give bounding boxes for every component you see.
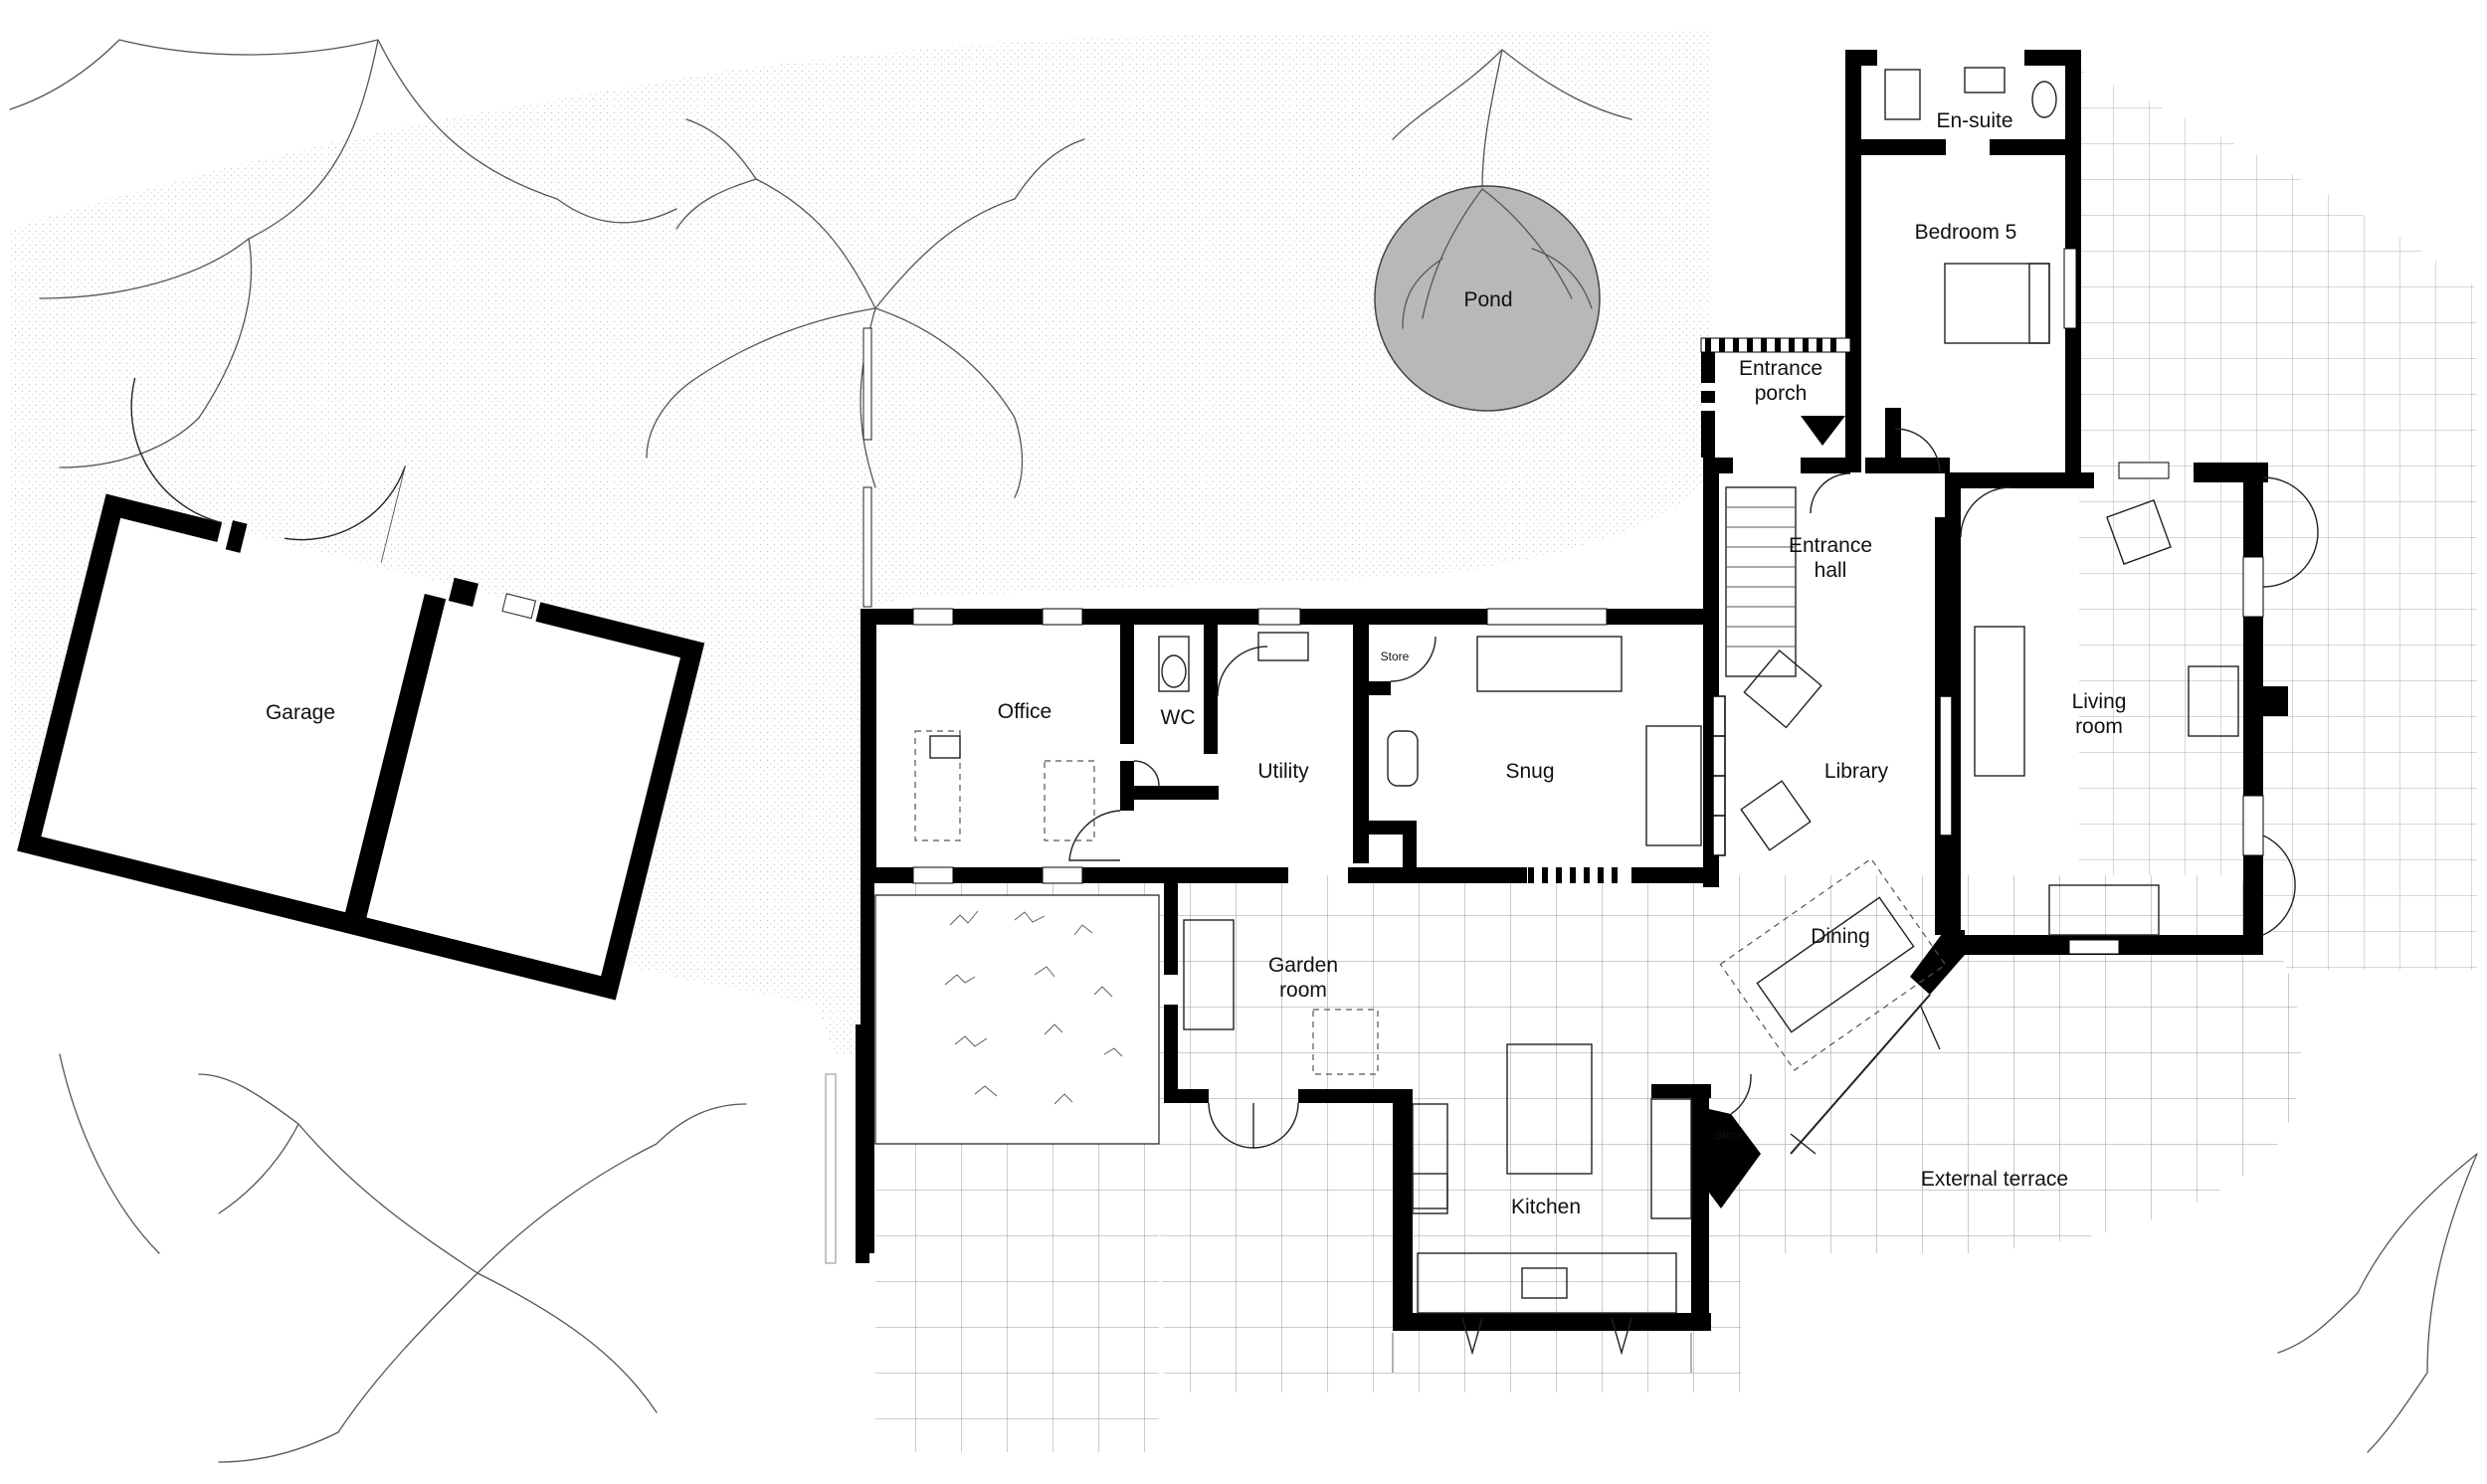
tree-pond	[1392, 49, 1632, 319]
living-room-label-1: Living	[2072, 690, 2127, 713]
library-windows	[1712, 695, 1953, 856]
entrance-hall-label-2: hall	[1815, 559, 1847, 582]
entrance-porch-label-2: porch	[1755, 382, 1808, 405]
snug-window	[1472, 867, 1618, 883]
staircase	[1725, 486, 1797, 677]
external-terrace-label: External terrace	[1921, 1168, 2068, 1191]
entrance-porch-label-1: Entrance	[1739, 357, 1822, 380]
office-label: Office	[998, 700, 1052, 723]
entrance-hall-label-1: Entrance	[1789, 534, 1872, 557]
terrace-grid-north	[2079, 70, 2477, 970]
utility-label: Utility	[1257, 760, 1309, 783]
furniture	[825, 67, 2239, 1373]
door-swings	[1068, 428, 2319, 1149]
room-labels: Office WC Utility Store Snug Pond Entran…	[998, 109, 2127, 1218]
dining-label: Dining	[1811, 925, 1870, 948]
garage	[17, 377, 705, 1001]
store-label-snug: Store	[1381, 649, 1410, 663]
ensuite-label: En-suite	[1936, 109, 2012, 132]
library-label: Library	[1824, 760, 1889, 783]
porch-screen	[1700, 337, 1851, 458]
garden-room-label-1: Garden	[1268, 954, 1338, 977]
garden-room-planting	[874, 894, 1160, 1145]
wc-label: WC	[1161, 706, 1196, 729]
kitchen-label: Kitchen	[1511, 1196, 1581, 1218]
pond-label: Pond	[1463, 288, 1512, 311]
pond	[1374, 185, 1601, 412]
tree-centre	[646, 118, 1085, 498]
tree-bottom-left	[59, 1053, 747, 1463]
garden-room-label-2: room	[1279, 979, 1327, 1002]
living-room-label-2: room	[2075, 715, 2123, 738]
store-label-kitchen: Store	[1715, 1128, 1744, 1142]
bedroom5-label: Bedroom 5	[1915, 221, 2017, 244]
garage-label: Garage	[266, 701, 335, 724]
windows	[912, 248, 2264, 955]
snug-label: Snug	[1505, 760, 1554, 783]
terrace-grid-south	[875, 875, 2302, 1452]
tree-bottom-right	[2277, 1153, 2478, 1453]
